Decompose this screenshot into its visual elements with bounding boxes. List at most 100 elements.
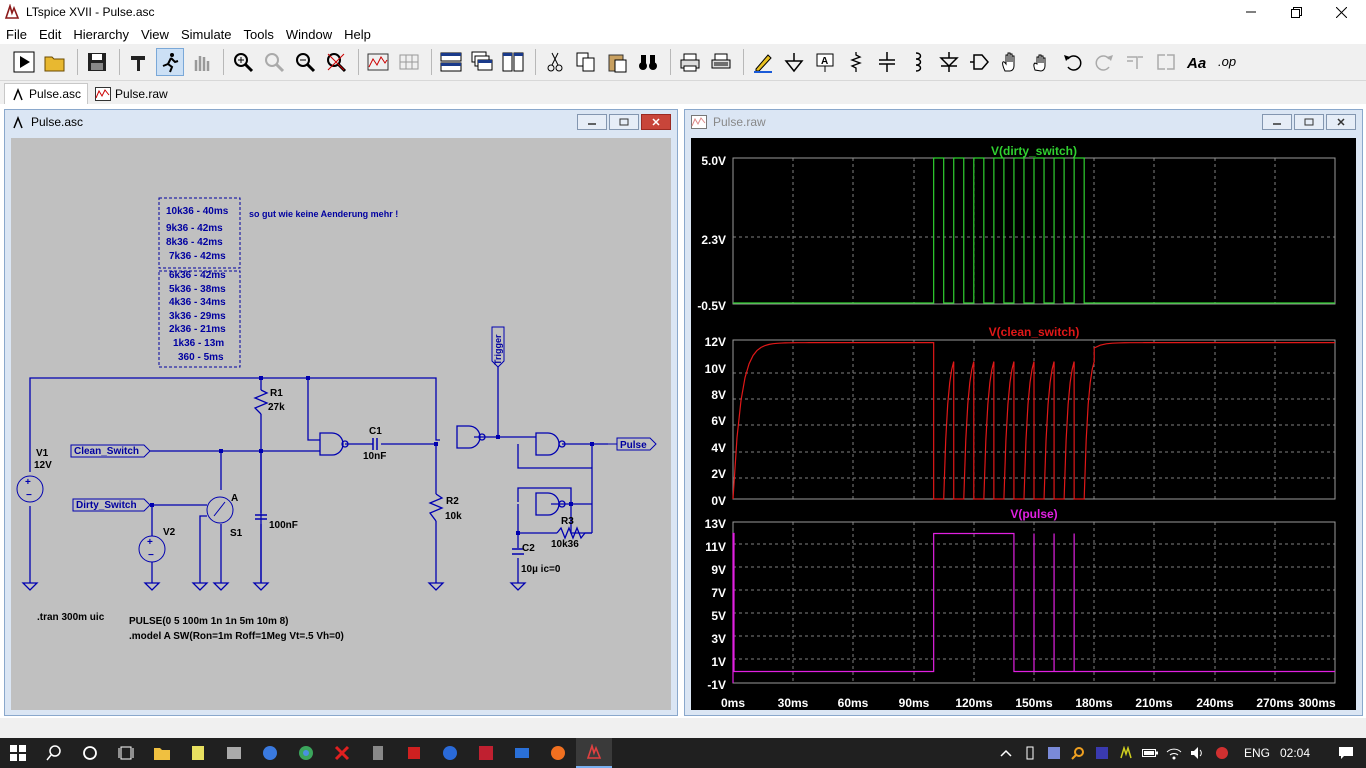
- minimize-button[interactable]: [1228, 0, 1274, 24]
- draw-wire-button[interactable]: [749, 48, 777, 76]
- net-label-trigger[interactable]: [491, 326, 505, 368]
- v2-symbol[interactable]: [138, 535, 166, 563]
- capacitor-button[interactable]: [873, 48, 901, 76]
- label-net-button[interactable]: A: [811, 48, 839, 76]
- grid-button[interactable]: [395, 48, 423, 76]
- zoom-pan-button[interactable]: [260, 48, 288, 76]
- pan-button[interactable]: [187, 48, 215, 76]
- tray-app-2[interactable]: [1090, 738, 1114, 768]
- nand-gate-1[interactable]: [319, 432, 344, 456]
- menu-file[interactable]: File: [6, 26, 27, 42]
- taskbar-app-calculator[interactable]: [360, 738, 396, 768]
- close-window-button[interactable]: [1318, 0, 1364, 24]
- menu-help[interactable]: Help: [344, 26, 371, 42]
- c1-symbol[interactable]: [372, 438, 378, 450]
- tray-search[interactable]: [1066, 738, 1090, 768]
- start-button[interactable]: [0, 738, 36, 768]
- taskbar-app-red-x[interactable]: [324, 738, 360, 768]
- taskbar-app-ltspice[interactable]: [576, 738, 612, 768]
- restore-button[interactable]: [1273, 0, 1319, 24]
- tray-app-3[interactable]: [1114, 738, 1138, 768]
- copy-button[interactable]: [572, 48, 600, 76]
- schematic-close-button[interactable]: [641, 114, 671, 130]
- taskbar-app-explorer[interactable]: [144, 738, 180, 768]
- zoom-in-button[interactable]: [229, 48, 257, 76]
- menu-edit[interactable]: Edit: [38, 26, 62, 42]
- r3-symbol[interactable]: [556, 526, 592, 540]
- tile-vertical-button[interactable]: [499, 48, 527, 76]
- taskbar-app-pencil[interactable]: [468, 738, 504, 768]
- waveform-plot-area[interactable]: 5.0V 2.3V -0.5V 12V 10V 8V 6V 4V 2V 0V 1…: [691, 138, 1356, 710]
- schematic-maximize-button[interactable]: [609, 114, 639, 130]
- taskbar-app-blue-circle[interactable]: [432, 738, 468, 768]
- redo-button[interactable]: [1090, 48, 1118, 76]
- waveform-window-titlebar[interactable]: Pulse.raw: [685, 110, 1362, 134]
- net-label-dirty-switch[interactable]: [72, 498, 151, 512]
- menu-hierarchy[interactable]: Hierarchy: [73, 26, 129, 42]
- zoom-fit-button[interactable]: [322, 48, 350, 76]
- paste-button[interactable]: [603, 48, 631, 76]
- rotate-button[interactable]: [1121, 48, 1149, 76]
- control-panel-button[interactable]: [125, 48, 153, 76]
- taskbar-app-firefox[interactable]: [540, 738, 576, 768]
- tray-battery[interactable]: [1138, 738, 1162, 768]
- pulse-directive[interactable]: PULSE(0 5 100m 1n 1n 5m 10m 8): [129, 616, 289, 627]
- tray-usb[interactable]: [1018, 738, 1042, 768]
- waveform-close-button[interactable]: [1326, 114, 1356, 130]
- r2-symbol[interactable]: [428, 493, 444, 522]
- waveform-window[interactable]: Pulse.raw 5.0V 2.3V -0.5V 12V 10V 8V 6V …: [684, 109, 1363, 716]
- schematic-window-titlebar[interactable]: Pulse.asc: [5, 110, 677, 134]
- v1-symbol[interactable]: [16, 475, 44, 503]
- s1-symbol[interactable]: [206, 496, 234, 524]
- menu-tools[interactable]: Tools: [243, 26, 274, 42]
- schematic-window[interactable]: Pulse.asc 10k36 - 40ms 9k36 - 42ms 8k36 …: [4, 109, 678, 716]
- open-button[interactable]: [41, 48, 69, 76]
- tran-directive[interactable]: .tran 300m uic: [37, 612, 105, 623]
- c2-symbol[interactable]: [512, 548, 524, 555]
- save-button[interactable]: [83, 48, 111, 76]
- waveform-maximize-button[interactable]: [1294, 114, 1324, 130]
- switch-capacitor-symbol[interactable]: [255, 514, 267, 520]
- cut-button[interactable]: [541, 48, 569, 76]
- search-button[interactable]: [36, 738, 72, 768]
- clock[interactable]: 02:04: [1279, 746, 1310, 760]
- inductor-button[interactable]: [904, 48, 932, 76]
- cascade-button[interactable]: [468, 48, 496, 76]
- model-directive[interactable]: .model A SW(Ron=1m Roff=1Meg Vt=.5 Vh=0): [129, 631, 344, 642]
- undo-button[interactable]: [1059, 48, 1087, 76]
- drag-button[interactable]: [1028, 48, 1056, 76]
- spice-directive-button[interactable]: .op: [1214, 48, 1242, 76]
- probe-button[interactable]: [156, 48, 184, 76]
- tab-pulse-raw[interactable]: Pulse.raw: [88, 83, 175, 104]
- zoom-out-button[interactable]: [291, 48, 319, 76]
- menu-simulate[interactable]: Simulate: [180, 26, 232, 42]
- nand-gate-3[interactable]: [535, 432, 560, 456]
- net-label-pulse[interactable]: [616, 437, 657, 451]
- tray-wifi[interactable]: [1162, 738, 1186, 768]
- taskbar-app-outlook[interactable]: [504, 738, 540, 768]
- autorange-button[interactable]: [364, 48, 392, 76]
- taskbar-app-red[interactable]: [396, 738, 432, 768]
- taskbar-app-chrome[interactable]: [288, 738, 324, 768]
- trace-label-clean-switch[interactable]: V(clean_switch): [989, 325, 1080, 339]
- r1-symbol[interactable]: [253, 389, 269, 415]
- trace-label-dirty-switch[interactable]: V(dirty_switch): [991, 144, 1077, 158]
- component-button[interactable]: [966, 48, 994, 76]
- net-label-clean-switch[interactable]: [70, 444, 151, 458]
- trace-label-pulse[interactable]: V(pulse): [1010, 507, 1057, 521]
- tab-pulse-asc[interactable]: Pulse.asc: [4, 83, 89, 104]
- tile-horizontal-button[interactable]: [437, 48, 465, 76]
- menu-view[interactable]: View: [140, 26, 169, 42]
- taskbar-app-notepad[interactable]: [180, 738, 216, 768]
- waveform-minimize-button[interactable]: [1262, 114, 1292, 130]
- taskbar-app-blue[interactable]: [252, 738, 288, 768]
- mirror-button[interactable]: [1152, 48, 1180, 76]
- ground-button[interactable]: [780, 48, 808, 76]
- tray-app-1[interactable]: [1042, 738, 1066, 768]
- schematic-canvas[interactable]: 10k36 - 40ms 9k36 - 42ms 8k36 - 42ms 7k3…: [11, 138, 671, 710]
- taskbar-app-window[interactable]: [216, 738, 252, 768]
- diode-button[interactable]: [935, 48, 963, 76]
- run-button[interactable]: [10, 48, 38, 76]
- schematic-minimize-button[interactable]: [577, 114, 607, 130]
- find-button[interactable]: [634, 48, 662, 76]
